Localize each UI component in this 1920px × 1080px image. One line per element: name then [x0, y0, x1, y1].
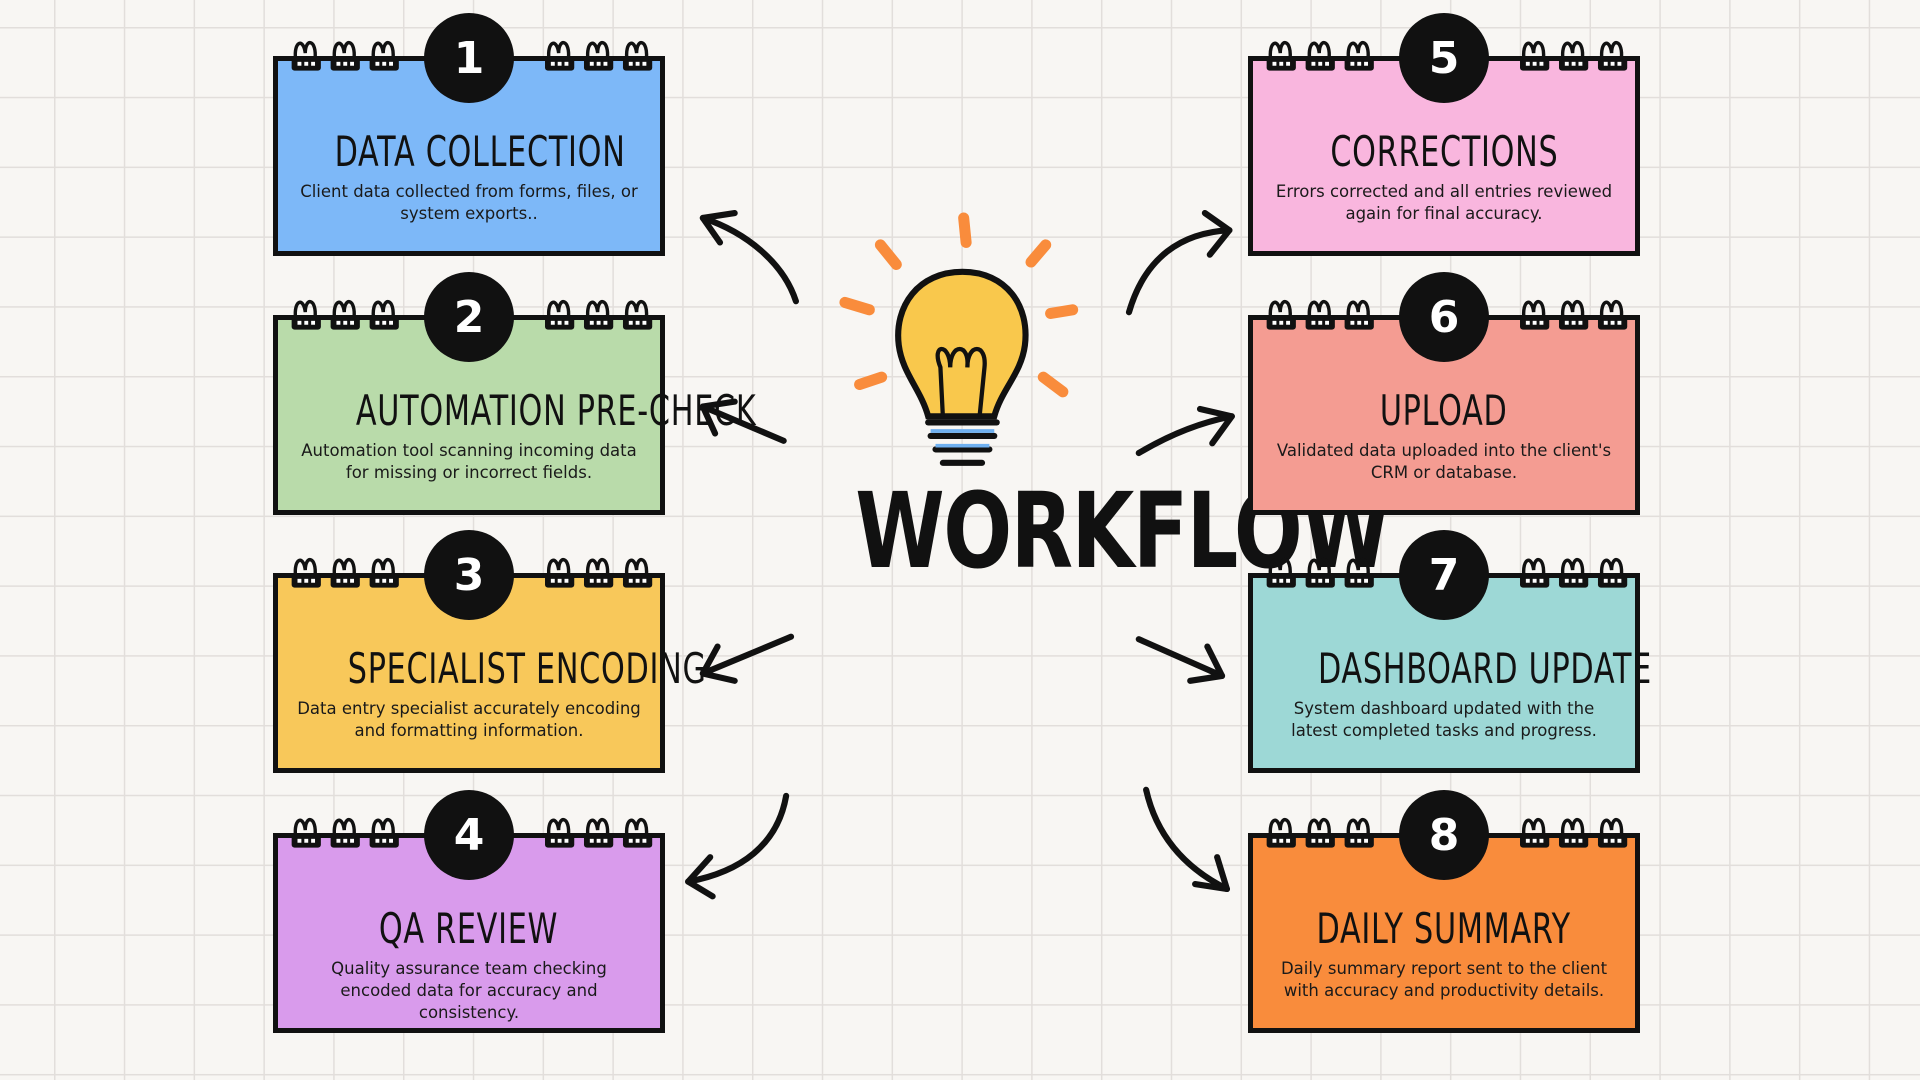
arrow-to-step-2 — [699, 398, 787, 444]
step-number-badge: 4 — [424, 790, 514, 880]
step-description: Validated data uploaded into the client'… — [1276, 441, 1612, 482]
step-number-badge: 1 — [424, 13, 514, 103]
step-title: SPECIALIST ENCODING — [347, 644, 707, 693]
spiral-binding-icon — [291, 818, 653, 848]
spiral-binding-icon — [291, 558, 653, 588]
spiral-binding-icon — [1266, 300, 1628, 330]
step-title: QA REVIEW — [379, 904, 559, 953]
arrow-to-step-7 — [1135, 636, 1226, 684]
step-card-4: 4 QA REVIEW Quality assurance team check… — [273, 790, 665, 1033]
step-title: AUTOMATION PRE-CHECK — [355, 386, 757, 435]
step-title: DASHBOARD UPDATE — [1317, 644, 1652, 693]
arrow-to-step-8 — [1143, 786, 1230, 893]
arrow-to-step-5 — [1125, 210, 1233, 316]
step-description: Errors corrected and all entries reviewe… — [1275, 182, 1613, 223]
workflow-title: WORKFLOW — [855, 470, 1390, 592]
step-title: UPLOAD — [1380, 386, 1508, 435]
arrow-to-step-6 — [1135, 405, 1235, 457]
spiral-binding-icon — [291, 41, 653, 71]
step-title: DAILY SUMMARY — [1316, 904, 1572, 953]
step-card-5: 5 CORRECTIONS Errors corrected and all e… — [1248, 13, 1640, 256]
step-description: Daily summary report sent to the client … — [1280, 959, 1608, 1000]
arrow-to-step-4 — [685, 792, 790, 900]
step-title: DATA COLLECTION — [334, 127, 626, 176]
step-number-badge: 3 — [424, 530, 514, 620]
step-card-8: 8 DAILY SUMMARY Daily summary report sen… — [1248, 790, 1640, 1033]
step-number-badge: 2 — [424, 272, 514, 362]
spiral-binding-icon — [1266, 818, 1628, 848]
spiral-binding-icon — [1266, 558, 1628, 588]
step-description: Automation tool scanning incoming data f… — [301, 441, 637, 482]
step-number-badge: 8 — [1399, 790, 1489, 880]
step-description: Data entry specialist accurately encodin… — [297, 699, 641, 740]
step-description: System dashboard updated with the latest… — [1291, 699, 1597, 740]
step-card-3: 3 SPECIALIST ENCODING Data entry special… — [273, 530, 707, 773]
step-description: Quality assurance team checking encoded … — [331, 959, 607, 1022]
step-title: CORRECTIONS — [1329, 127, 1559, 176]
spiral-binding-icon — [291, 300, 653, 330]
step-card-2: 2 AUTOMATION PRE-CHECK Automation tool s… — [273, 272, 757, 515]
step-number-badge: 7 — [1399, 530, 1489, 620]
arrow-to-step-1 — [699, 210, 799, 305]
arrow-to-step-3 — [699, 633, 795, 684]
step-number-badge: 5 — [1399, 13, 1489, 103]
step-description: Client data collected from forms, files,… — [300, 182, 638, 223]
step-card-6: 6 UPLOAD Validated data uploaded into th… — [1248, 272, 1640, 515]
lightbulb-icon — [839, 212, 1079, 466]
spiral-binding-icon — [1266, 41, 1628, 71]
step-card-1: 1 DATA COLLECTION Client data collected … — [273, 13, 665, 256]
step-number-badge: 6 — [1399, 272, 1489, 362]
step-card-7: 7 DASHBOARD UPDATE System dashboard upda… — [1248, 530, 1652, 773]
